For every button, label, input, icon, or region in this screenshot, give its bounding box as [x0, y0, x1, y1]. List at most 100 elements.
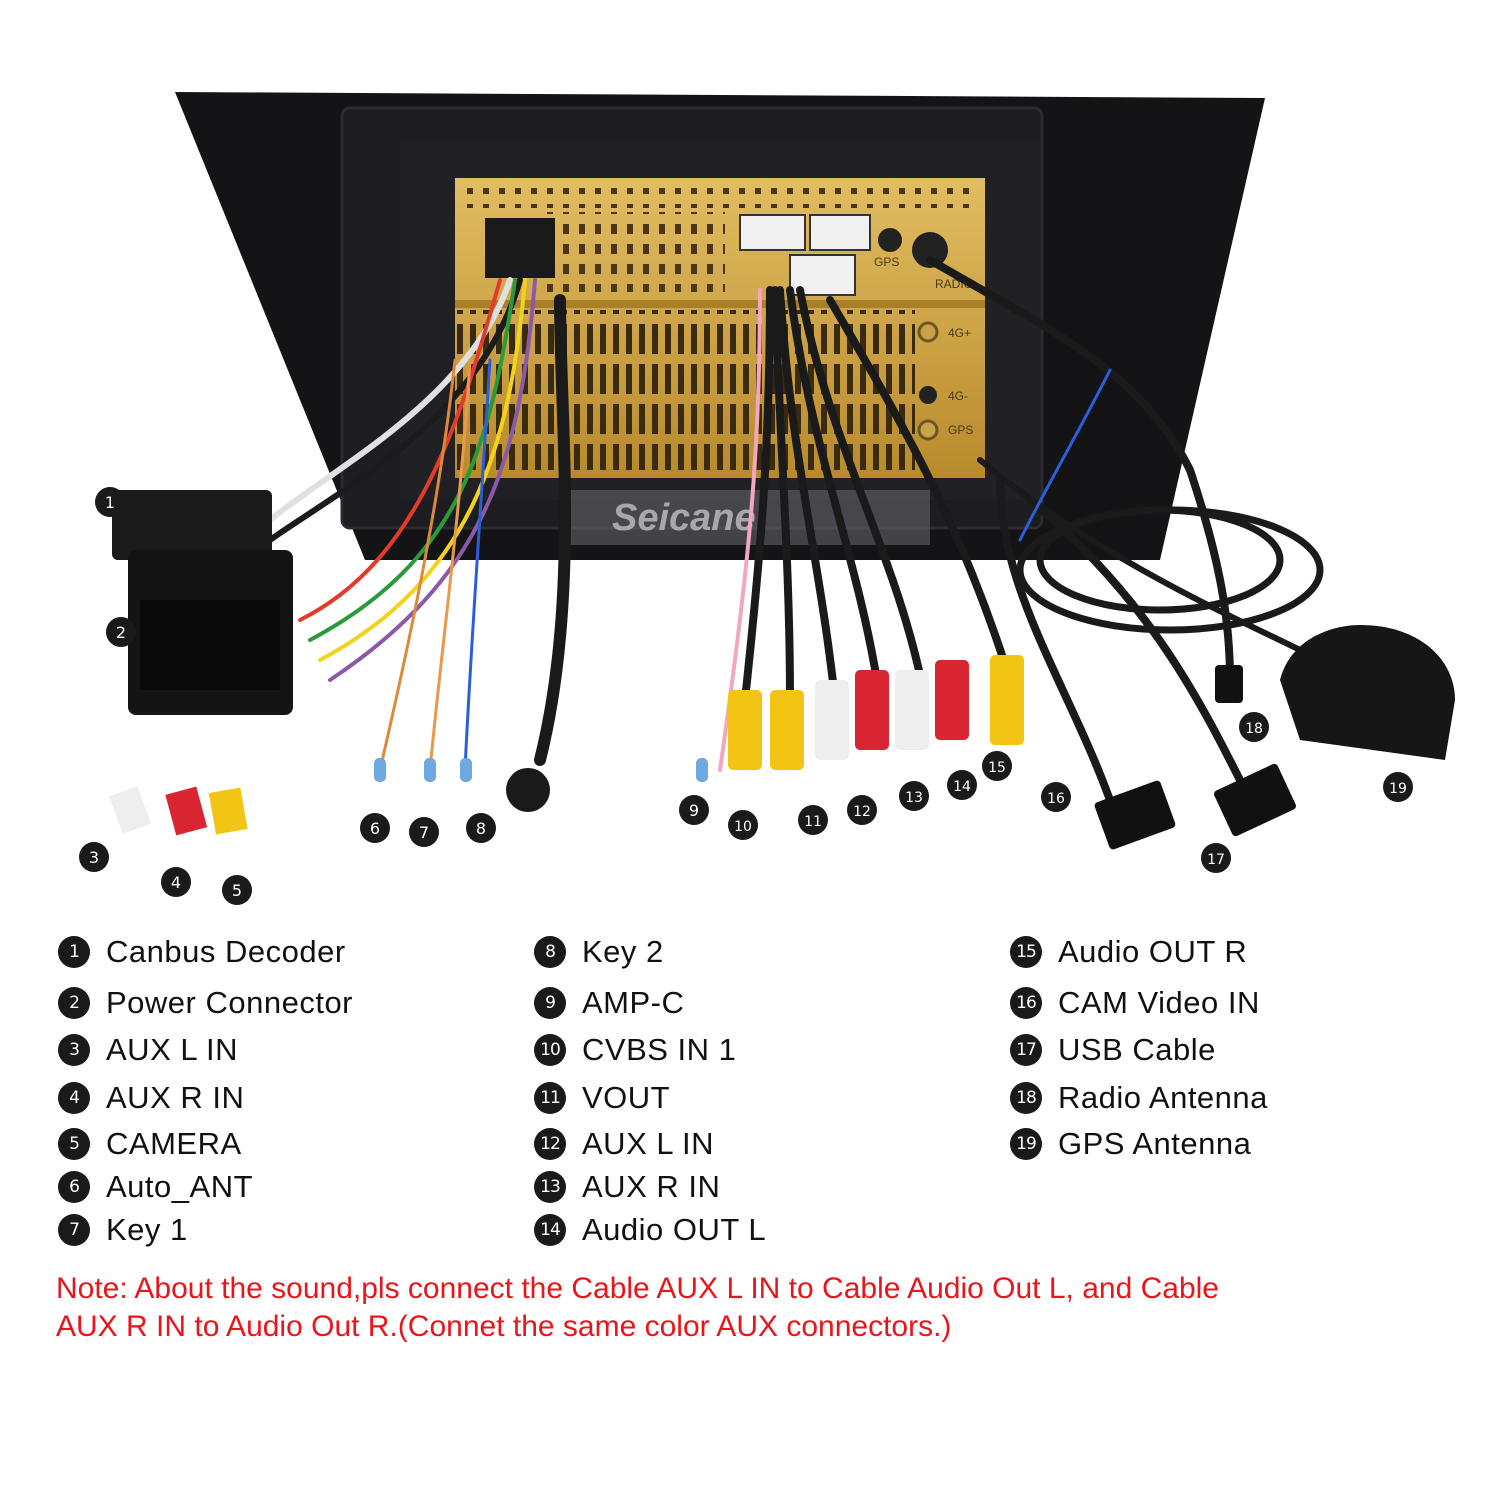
auto-ant-tip	[374, 758, 386, 782]
callout-8: 8	[466, 813, 496, 843]
svg-text:19: 19	[1389, 781, 1407, 797]
svg-text:12: 12	[853, 804, 871, 820]
legend-label: Audio OUT R	[1058, 934, 1248, 969]
legend-label: AMP-C	[582, 985, 685, 1020]
legend-number-badge: 14	[534, 1214, 566, 1246]
legend-number-badge: 2	[58, 987, 90, 1019]
callout-17: 17	[1201, 843, 1231, 873]
harness-socket-right-1	[739, 214, 806, 251]
legend-item-4: 4 AUX R IN	[58, 1076, 244, 1120]
legend-number-badge: 12	[534, 1128, 566, 1160]
callout-16: 16	[1041, 782, 1071, 812]
harness-socket-left	[485, 218, 555, 278]
legend-item-9: 9 AMP-C	[534, 981, 684, 1025]
legend-item-1: 1 Canbus Decoder	[58, 930, 346, 974]
callout-3: 3	[79, 842, 109, 872]
svg-text:13: 13	[905, 790, 923, 806]
legend-label: AUX R IN	[106, 1080, 245, 1115]
legend-number-badge: 1	[58, 936, 90, 968]
sound-connection-note: Note: About the sound,pls connect the Ca…	[56, 1270, 1456, 1346]
port-4g-plus-label: 4G+	[948, 326, 971, 340]
legend-item-17: 17 USB Cable	[1010, 1028, 1216, 1072]
head-unit-chassis	[455, 178, 985, 478]
legend-number-badge: 9	[534, 987, 566, 1019]
legend-number-badge: 19	[1010, 1128, 1042, 1160]
legend-label: AUX R IN	[582, 1169, 721, 1204]
svg-text:3: 3	[89, 848, 99, 867]
legend-label: Key 2	[582, 934, 664, 969]
svg-text:10: 10	[734, 819, 752, 835]
svg-text:1: 1	[105, 493, 115, 512]
legend-item-19: 19 GPS Antenna	[1010, 1122, 1251, 1166]
callout-19: 19	[1383, 772, 1413, 802]
note-line-2: AUX R IN to Audio Out R.(Connet the same…	[56, 1310, 952, 1343]
legend-number-badge: 15	[1010, 936, 1042, 968]
legend-label: Power Connector	[106, 985, 354, 1020]
gps2-port	[917, 419, 939, 441]
legend-item-18: 18 Radio Antenna	[1010, 1076, 1268, 1120]
legend-number-badge: 17	[1010, 1034, 1042, 1066]
legend-number-badge: 3	[58, 1034, 90, 1066]
svg-text:6: 6	[370, 819, 380, 838]
product-photo: GPS RADIO 4G+ 4G- GPS Seicane	[79, 92, 1455, 905]
key2-tip	[460, 758, 472, 782]
legend-label: USB Cable	[1058, 1032, 1216, 1067]
port-4g-minus	[919, 386, 937, 404]
legend-number-badge: 7	[58, 1214, 90, 1246]
legend-number-badge: 16	[1010, 987, 1042, 1019]
callout-13: 13	[899, 781, 929, 811]
radio-antenna-connector	[1215, 665, 1243, 703]
legend-number-badge: 13	[534, 1171, 566, 1203]
rca-left-group	[109, 786, 248, 836]
wire-harness	[267, 256, 1324, 834]
callout-2: 2	[106, 617, 136, 647]
legend-label: Canbus Decoder	[106, 934, 346, 969]
svg-text:14: 14	[953, 779, 971, 795]
gps2-port-label: GPS	[948, 423, 973, 437]
canbus-decoder	[112, 490, 272, 560]
svg-text:15: 15	[988, 760, 1006, 776]
svg-text:5: 5	[232, 881, 242, 900]
note-line-1: Note: About the sound,pls connect the Ca…	[56, 1272, 1219, 1305]
legend-item-13: 13 AUX R IN	[534, 1165, 720, 1209]
callout-7: 7	[409, 817, 439, 847]
svg-text:18: 18	[1245, 721, 1263, 737]
legend-number-badge: 18	[1010, 1082, 1042, 1114]
power-connector-face	[140, 600, 280, 690]
brand-watermark: Seicane	[612, 497, 756, 539]
legend-item-12: 12 AUX L IN	[534, 1122, 714, 1166]
gps-antenna	[1280, 625, 1455, 760]
legend-label: AUX L IN	[582, 1126, 715, 1161]
usb-plug-a	[1094, 780, 1176, 850]
svg-text:11: 11	[804, 814, 822, 830]
legend-number-badge: 11	[534, 1082, 566, 1114]
amp-c-tip	[696, 758, 708, 782]
legend-item-8: 8 Key 2	[534, 930, 664, 974]
callout-6: 6	[360, 813, 390, 843]
legend-label: Auto_ANT	[106, 1169, 254, 1204]
legend-label: Radio Antenna	[1058, 1080, 1268, 1115]
gps-port-label: GPS	[874, 255, 899, 269]
legend-number-badge: 8	[534, 936, 566, 968]
callout-10: 10	[728, 810, 758, 840]
svg-text:8: 8	[476, 819, 486, 838]
key1-tip	[424, 758, 436, 782]
port-4g-plus	[917, 321, 939, 343]
radio-port	[912, 232, 948, 268]
callout-15: 15	[982, 751, 1012, 781]
svg-text:2: 2	[116, 623, 126, 642]
callout-18: 18	[1239, 712, 1269, 742]
legend-item-2: 2 Power Connector	[58, 981, 353, 1025]
callout-1: 1	[95, 487, 125, 517]
callout-badges: 1 2 3 4 5 6 7 8 9 10 11 12 13 14 15 16 1…	[79, 487, 1413, 905]
legend-label: GPS Antenna	[1058, 1126, 1252, 1161]
callout-5: 5	[222, 875, 252, 905]
legend-number-badge: 4	[58, 1082, 90, 1114]
legend-number-badge: 10	[534, 1034, 566, 1066]
